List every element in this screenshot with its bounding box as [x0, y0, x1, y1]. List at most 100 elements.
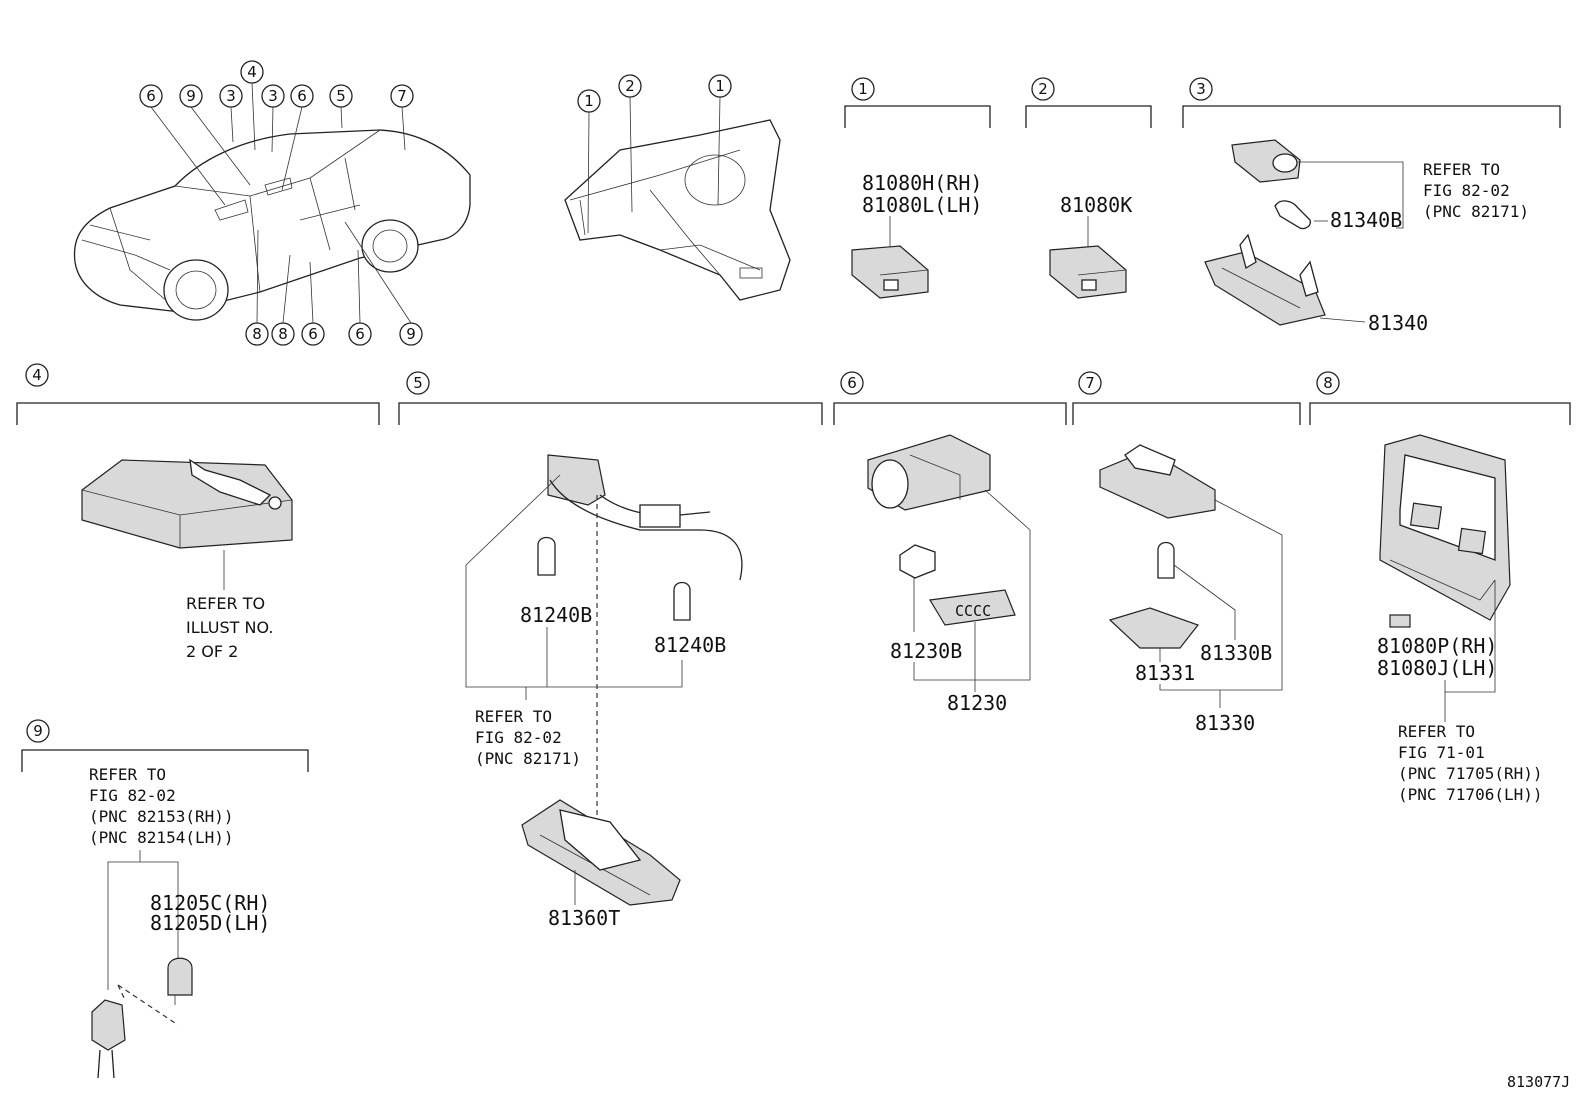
svg-text:4: 4 — [247, 63, 257, 81]
note-s5-line1: REFER TO — [475, 707, 552, 726]
part-81360T: 81360T — [548, 906, 620, 930]
socket-illustration — [1231, 139, 1301, 183]
callout-5: 5 — [329, 84, 353, 129]
overhead-console-illustration — [81, 458, 293, 549]
car-callouts: 6 9 3 4 3 6 5 7 — [139, 60, 423, 346]
section-2: 2 81080K — [1025, 77, 1152, 299]
bulb-81205-illustration — [167, 957, 193, 1005]
svg-text:3: 3 — [268, 87, 278, 105]
note-s5-line3: (PNC 82171) — [475, 749, 581, 768]
note-s9-line4: (PNC 82154(LH)) — [89, 828, 234, 847]
svg-text:1: 1 — [715, 77, 725, 95]
callout-9b: 9 — [344, 221, 423, 346]
callout-7: 7 — [390, 84, 414, 151]
lens-81331-illustration — [1108, 607, 1199, 649]
part-81080J: 81080J(LH) — [1377, 656, 1497, 680]
svg-text:6: 6 — [847, 374, 857, 392]
svg-text:6: 6 — [146, 87, 156, 105]
callout-4: 4 — [240, 60, 264, 151]
note-s4-line1: REFER TO — [186, 594, 265, 613]
part-81331: 81331 — [1135, 661, 1195, 685]
part-81080P: 81080P(RH) — [1377, 634, 1497, 658]
note-s3-line3: (PNC 82171) — [1423, 202, 1529, 221]
note-s8-line1: REFER TO — [1398, 722, 1475, 741]
note-s4-line2: ILLUST NO. — [186, 618, 273, 637]
svg-text:3: 3 — [226, 87, 236, 105]
svg-text:8: 8 — [278, 325, 288, 343]
car-overview-illustration — [73, 129, 471, 321]
callout-6d: 6 — [348, 249, 372, 346]
section-9: 9 REFER TO FIG 82-02 (PNC 82153(RH)) (PN… — [21, 719, 309, 1079]
svg-text:1: 1 — [858, 80, 868, 98]
callout-8: 8 — [245, 229, 269, 346]
bulb-81330B-illustration — [1157, 541, 1175, 579]
section-3: 3 81340B REFER TO FIG 82-02 (PNC 82171) … — [1182, 77, 1561, 335]
lamp-81080K-illustration — [1049, 245, 1127, 299]
svg-text:7: 7 — [1085, 374, 1095, 392]
socket-81205-illustration — [91, 999, 126, 1079]
svg-text:9: 9 — [406, 325, 416, 343]
svg-text:CCCC: CCCC — [955, 602, 991, 620]
svg-text:2: 2 — [1038, 80, 1048, 98]
note-s4-line3: 2 OF 2 — [186, 642, 238, 661]
svg-text:6: 6 — [355, 325, 365, 343]
svg-text:2: 2 — [625, 77, 635, 95]
section-4: 4 REFER TO ILLUST NO. 2 OF 2 — [16, 363, 380, 661]
bulb-81080P-illustration — [1389, 614, 1411, 628]
note-s8-line3: (PNC 71705(RH)) — [1398, 764, 1543, 783]
dash-callout-1b: 1 — [708, 74, 732, 206]
svg-text:5: 5 — [336, 87, 346, 105]
callout-6b: 6 — [281, 84, 314, 191]
part-81080H: 81080H(RH) — [862, 171, 982, 195]
bulb-81340B-illustration — [1274, 200, 1311, 230]
part-81230B: 81230B — [890, 639, 962, 663]
lamp-81330-illustration — [1099, 444, 1216, 519]
svg-text:4: 4 — [32, 366, 42, 384]
lens-81340-illustration — [1204, 233, 1326, 326]
part-81240B-a: 81240B — [520, 603, 592, 627]
part-81330B: 81330B — [1200, 641, 1272, 665]
svg-text:8: 8 — [252, 325, 262, 343]
part-81230: 81230 — [947, 691, 1007, 715]
callout-8b: 8 — [271, 254, 295, 346]
note-s3-line1: REFER TO — [1423, 160, 1500, 179]
note-s9-line1: REFER TO — [89, 765, 166, 784]
svg-text:8: 8 — [1323, 374, 1333, 392]
note-s9-line2: FIG 82-02 — [89, 786, 176, 805]
lamp-81080H-illustration — [851, 245, 929, 299]
note-s3-line2: FIG 82-02 — [1423, 181, 1510, 200]
svg-text:3: 3 — [1196, 80, 1206, 98]
svg-text:5: 5 — [413, 374, 423, 392]
section-7: 7 81330B 81331 81330 — [1072, 371, 1301, 735]
section-6: 6 CCCC 81230B 81230 — [833, 371, 1067, 715]
lamp-81230-illustration — [867, 434, 991, 511]
wire-harness-illustration — [547, 454, 743, 581]
note-s8-line4: (PNC 71706(LH)) — [1398, 785, 1543, 804]
callout-3b: 3 — [261, 84, 285, 153]
svg-text:9: 9 — [33, 722, 43, 740]
part-81340: 81340 — [1368, 311, 1428, 335]
part-81080K: 81080K — [1060, 193, 1132, 217]
part-81205D: 81205D(LH) — [150, 911, 270, 935]
section-5: 5 81240B 81240B REFER TO FIG 82-02 (PNC … — [398, 371, 823, 930]
note-s8-line2: FIG 71-01 — [1398, 743, 1485, 762]
svg-text:9: 9 — [186, 87, 196, 105]
section-1: 1 81080H(RH) 81080L(LH) — [844, 77, 991, 299]
bulb-81240B-a-illustration — [537, 536, 556, 576]
part-81205C: 81205C(RH) — [150, 891, 270, 915]
svg-text:6: 6 — [308, 325, 318, 343]
bulb-81230B-illustration — [899, 544, 936, 579]
housing-81360T-illustration — [521, 799, 681, 906]
callout-9: 9 — [179, 84, 251, 186]
bulb-81240B-b-illustration — [673, 581, 691, 621]
callout-6: 6 — [139, 84, 226, 206]
callout-6c: 6 — [301, 261, 325, 346]
lens-81230-illustration: CCCC — [929, 589, 1016, 626]
svg-text:7: 7 — [397, 87, 407, 105]
dash-callouts: 1 2 1 — [577, 74, 732, 234]
note-s9-line3: (PNC 82153(RH)) — [89, 807, 234, 826]
svg-text:1: 1 — [584, 92, 594, 110]
note-s5-line2: FIG 82-02 — [475, 728, 562, 747]
dashboard-illustration — [564, 119, 791, 301]
